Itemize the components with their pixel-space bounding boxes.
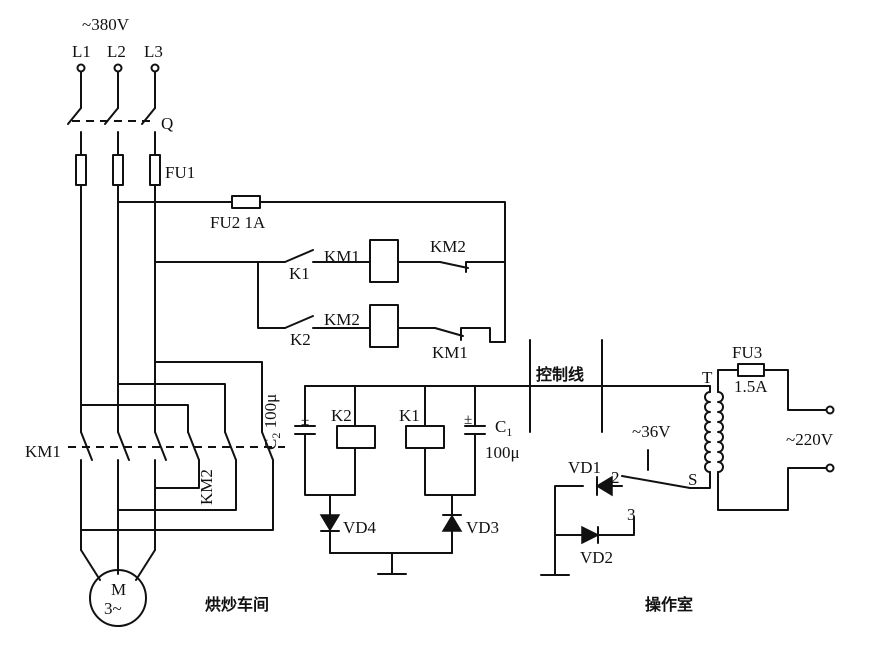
fuse-fu3-value: 1.5A [734,377,768,396]
diode-vd4 [319,514,341,532]
c2-plus: ± [301,413,309,429]
operation-room-label: 操作室 [645,595,693,614]
relay-section [294,385,711,575]
terminal-l3 [150,63,160,73]
fuse-fu3 [737,363,765,377]
switch-q-label: Q [161,114,173,133]
diode-vd3-label: VD3 [466,518,499,537]
coil-km1-label: KM1 [324,247,360,266]
phase-l1-label: L1 [72,42,91,61]
relay-k2-label: K2 [331,406,352,425]
switch-pos3-label: 3 [627,505,636,524]
c1-plus: ± [464,412,472,428]
contact-k2 [284,315,314,329]
contact-k1 [284,249,314,263]
terminal-l2 [113,63,123,73]
contactor-km1-label: KM1 [25,442,61,461]
switch-q [67,71,156,156]
motor-m-label: M [111,580,126,599]
contact-k2-label: K2 [290,330,311,349]
diode-vd1 [595,475,613,497]
contact-km1-label: KM1 [432,343,468,362]
main-bus-lines [80,184,156,433]
c1-label: C1 [495,417,512,439]
diode-vd1-label: VD1 [568,458,601,477]
terminal-l1 [76,63,86,73]
voltage-220v-label: ~220V [786,430,834,449]
contact-km2-label: KM2 [430,237,466,256]
contact-k1-label: K1 [289,264,310,283]
contact-km2-nc [439,261,506,273]
voltage-36v-label: ~36V [632,422,671,441]
diode-vd4-label: VD4 [343,518,377,537]
fuse-fu1-label: FU1 [165,163,195,182]
workshop-label: 烘炒车间 [205,595,269,614]
diode-vd2-label: VD2 [580,548,613,567]
c1-value: 100μ [485,443,520,462]
fuse-fu1 [75,154,161,186]
fuse-fu3-label: FU3 [732,343,762,362]
relay-k1 [405,425,445,449]
relay-k1-label: K1 [399,406,420,425]
coil-km2 [369,304,399,348]
fuse-fu2-label: FU2 1A [210,213,266,232]
control-circuit [117,195,506,348]
fuse-fu2 [231,195,261,209]
coil-km1 [369,239,399,283]
contact-km1-nc [434,327,506,343]
relay-k2 [336,425,376,449]
phase-l3-label: L3 [144,42,163,61]
phase-l2-label: L2 [107,42,126,61]
control-line-boundary [529,339,603,433]
motor-phase-label: 3~ [104,599,122,618]
coil-km2-label: KM2 [324,310,360,329]
motor [89,569,147,627]
transformer-t-label: T [702,368,713,387]
operation-room-circuit [540,363,835,576]
supply-voltage-label: ~380V [82,15,130,34]
c2-label: C2 100μ [261,394,283,450]
switch-s-label: S [688,470,697,489]
diode-vd2 [581,525,600,545]
contactor-km2-label: KM2 [197,469,216,505]
control-line-label: 控制线 [536,365,584,384]
switch-pos2-label: 2 [611,468,620,487]
diode-vd3 [441,514,463,532]
main-contactors [68,361,285,581]
